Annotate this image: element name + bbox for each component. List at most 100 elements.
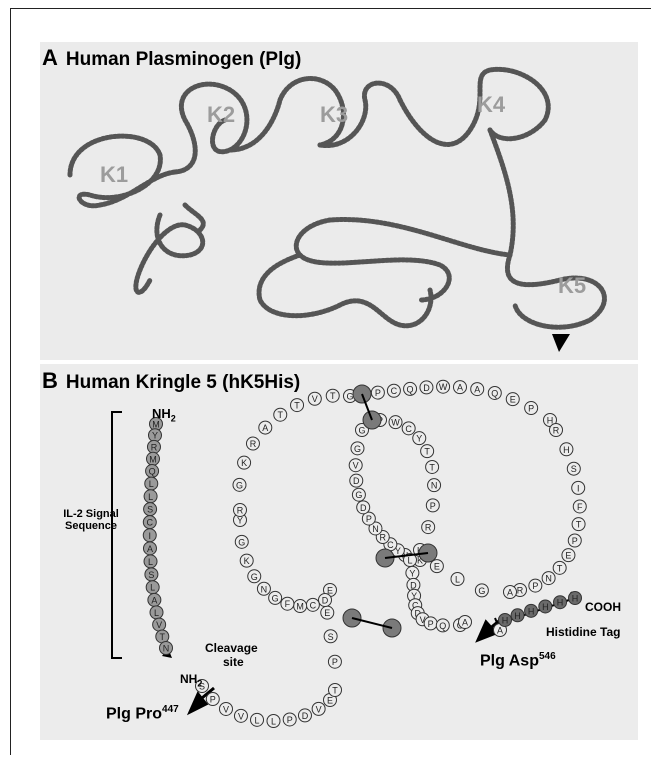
svg-text:N: N	[545, 574, 552, 584]
residue: I	[572, 481, 585, 494]
svg-text:Q: Q	[439, 621, 446, 631]
svg-text:G: G	[358, 426, 365, 436]
residue: H	[539, 600, 552, 613]
svg-text:V: V	[316, 704, 322, 714]
svg-text:T: T	[294, 401, 300, 411]
signal-peptide: MYRMQLLSCIALSLALVTN	[143, 418, 172, 655]
svg-text:P: P	[528, 404, 534, 414]
residue: A	[471, 383, 484, 396]
residue: L	[150, 606, 163, 619]
svg-text:V: V	[312, 394, 318, 404]
signal-bracket	[112, 412, 122, 658]
residue: R	[422, 521, 435, 534]
svg-text:A: A	[151, 595, 157, 605]
residue: H	[525, 604, 538, 617]
residue: T	[329, 684, 342, 697]
residue: E	[430, 560, 443, 573]
residue: P	[206, 693, 219, 706]
svg-text:S: S	[147, 505, 153, 515]
plg-pro-label: Plg Pro447	[106, 704, 179, 723]
residue: N	[160, 642, 173, 655]
svg-text:S: S	[571, 464, 577, 474]
svg-text:L: L	[149, 479, 154, 489]
nh2-label-mid: NH2	[180, 672, 202, 688]
residue: V	[219, 702, 232, 715]
residue: V	[153, 618, 166, 631]
svg-text:G: G	[355, 490, 362, 500]
svg-text:H: H	[542, 602, 549, 612]
svg-text:P: P	[332, 657, 338, 667]
svg-text:Q: Q	[149, 467, 156, 477]
svg-text:R: R	[517, 586, 524, 596]
svg-text:N: N	[261, 584, 268, 594]
residue: C	[143, 516, 156, 529]
svg-text:E: E	[565, 551, 571, 561]
svg-text:H: H	[572, 594, 579, 604]
svg-text:E: E	[434, 562, 440, 572]
residue: V	[349, 459, 362, 472]
svg-text:H: H	[514, 611, 521, 621]
residue: L	[145, 477, 158, 490]
svg-text:E: E	[327, 696, 333, 706]
residue: T	[291, 399, 304, 412]
svg-text:P: P	[287, 715, 293, 725]
svg-text:D: D	[360, 503, 367, 513]
svg-text:T: T	[330, 391, 336, 401]
residue: T	[326, 389, 339, 402]
svg-text:G: G	[238, 537, 245, 547]
svg-text:P: P	[366, 514, 372, 524]
residue: C	[387, 384, 400, 397]
svg-text:G: G	[251, 572, 258, 582]
residue: T	[421, 445, 434, 458]
svg-text:L: L	[154, 608, 159, 618]
svg-text:T: T	[332, 686, 338, 696]
cooh-label: COOH	[585, 600, 621, 614]
residue: L	[144, 555, 157, 568]
residue: T	[553, 561, 566, 574]
svg-text:P: P	[532, 581, 538, 591]
signal-sequence-label: IL-2 Signal Sequence	[56, 508, 126, 532]
svg-text:G: G	[354, 444, 361, 454]
svg-text:L: L	[271, 716, 276, 726]
svg-text:R: R	[425, 523, 432, 533]
residue: M	[146, 452, 159, 465]
svg-text:M: M	[296, 602, 304, 612]
residue: R	[234, 504, 247, 517]
svg-text:V: V	[238, 711, 244, 721]
residue: T	[426, 460, 439, 473]
svg-text:G: G	[478, 586, 485, 596]
panel-b-title: B Human Kringle 5 (hK5His)	[42, 368, 300, 394]
residue: L	[451, 573, 464, 586]
cleavage-site-label: Cleavage site	[205, 641, 258, 669]
svg-text:A: A	[457, 383, 463, 393]
residue: C	[402, 422, 415, 435]
svg-text:W: W	[439, 382, 448, 392]
residue: T	[572, 518, 585, 531]
residue: G	[475, 584, 488, 597]
residue: K	[238, 456, 251, 469]
residue: A	[259, 421, 272, 434]
svg-text:E: E	[510, 395, 516, 405]
residue: E	[321, 606, 334, 619]
residue: W	[389, 416, 402, 429]
residue: I	[143, 529, 156, 542]
svg-text:M: M	[149, 454, 157, 464]
svg-text:A: A	[507, 588, 513, 598]
residue: P	[529, 579, 542, 592]
svg-text:G: G	[236, 480, 243, 490]
svg-text:C: C	[147, 518, 154, 528]
nh2-label-top: NH2	[152, 406, 176, 424]
panel-letter: B	[42, 368, 58, 393]
svg-text:S: S	[328, 632, 334, 642]
residue: N	[428, 479, 441, 492]
residue: A	[453, 381, 466, 394]
residue: D	[350, 474, 363, 487]
svg-text:T: T	[278, 410, 284, 420]
panel-title-text: Human Kringle 5 (hK5His)	[66, 372, 300, 393]
residue: F	[573, 500, 586, 513]
svg-text:P: P	[375, 388, 381, 398]
residue: D	[319, 594, 332, 607]
svg-text:P: P	[428, 619, 434, 629]
svg-text:L: L	[407, 556, 412, 566]
residue: A	[148, 593, 161, 606]
